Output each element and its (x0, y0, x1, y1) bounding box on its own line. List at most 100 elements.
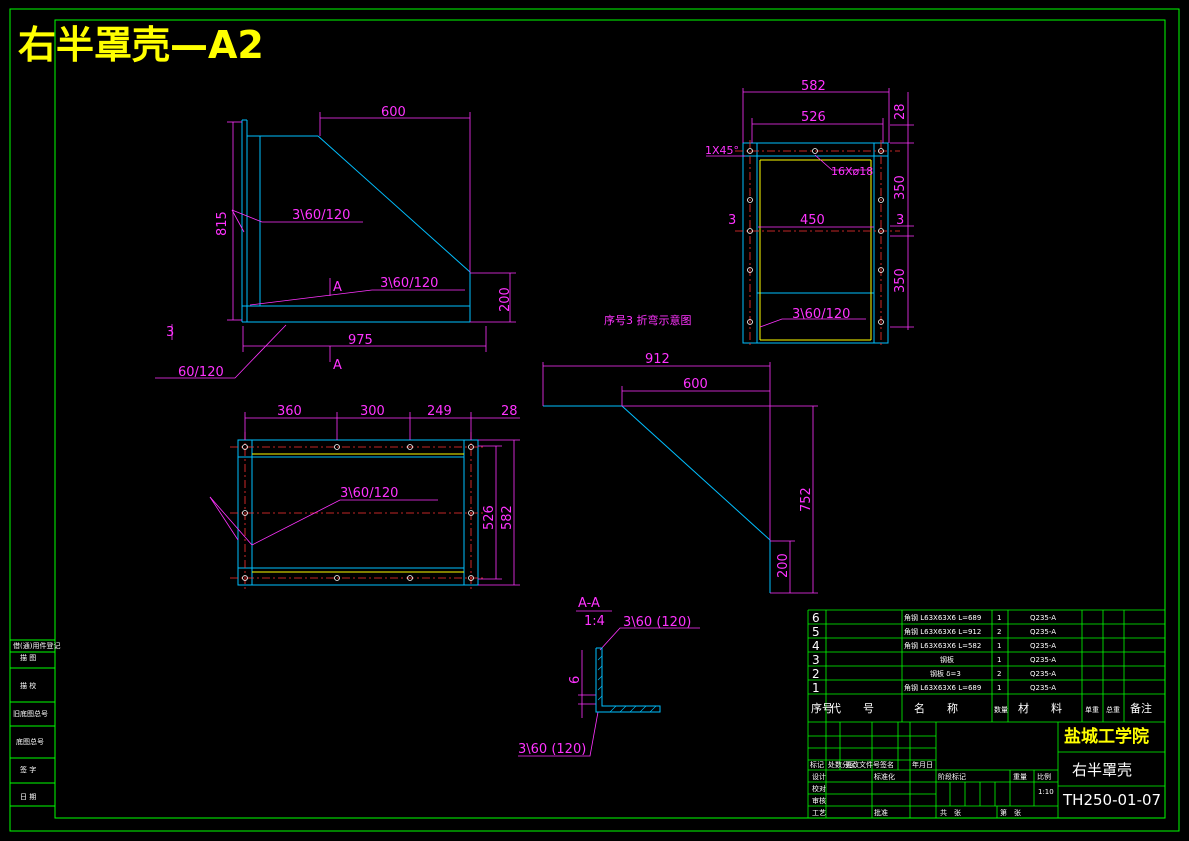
sidebar-label: 旧底图总号 (13, 709, 48, 718)
scale-value: 1:10 (1038, 788, 1054, 796)
bend-note: 序号3 折弯示意图 (604, 313, 692, 327)
dim-600: 600 (381, 105, 406, 120)
bom-header-total-weight: 总重 (1106, 705, 1120, 714)
sidebar-label: 日 期 (20, 793, 36, 801)
bom-name: 钢板 δ=3 (930, 669, 961, 678)
holes-note: 16Xø18 (831, 165, 873, 178)
table-row: 3 钢板 1 Q235-A (812, 653, 1056, 667)
left-sidebar (10, 639, 55, 807)
bom-header-qty: 数量 (994, 705, 1008, 714)
dim-600: 600 (683, 377, 708, 392)
tb-label: 共 张 (940, 808, 961, 817)
tb-label: 阶段标记 (938, 772, 966, 781)
bom-qty: 1 (997, 684, 1001, 692)
dim-350-upper: 350 (893, 175, 908, 200)
bom-no: 6 (812, 611, 820, 625)
front-view: 600 815 200 975 3\60/120 3\60/120 A A 3 … (155, 105, 516, 380)
tb-label: 设计 (812, 772, 826, 781)
dim-thickness: 6 (568, 676, 583, 684)
dim-28: 28 (501, 404, 518, 419)
bom-material: Q235-A (1030, 656, 1056, 664)
tb-label: 签名 (880, 760, 894, 769)
inner-frame (54, 19, 1166, 819)
bom-no: 4 (812, 639, 820, 653)
drawing-title: 右半罩壳—A2 (18, 23, 264, 67)
sidebar-label: 描 校 (20, 681, 36, 690)
dim-582: 582 (801, 79, 826, 94)
dim-450: 450 (800, 213, 825, 228)
bom-header-remark: 备注 (1130, 701, 1152, 715)
bom-header-code: 代 号 (830, 702, 874, 715)
table-row: 2 钢板 δ=3 2 Q235-A (812, 667, 1056, 681)
bom-header-unit-weight: 单重 (1085, 705, 1099, 714)
bom-no: 3 (812, 653, 820, 667)
tb-label: 校对 (812, 784, 826, 793)
bom-material: Q235-A (1030, 628, 1056, 636)
bom-qty: 2 (997, 670, 1001, 678)
tb-label: 处数 (828, 760, 842, 769)
weld-symbol: 3\60/120 (292, 208, 350, 223)
bom-qty: 1 (997, 642, 1001, 650)
bom-material: Q235-A (1030, 684, 1056, 692)
drawing-number: TH250-01-07 (1062, 791, 1161, 809)
weld-symbol: 3\60/120 (340, 486, 398, 501)
dim-350-lower: 350 (893, 268, 908, 293)
tb-label: 年月日 (912, 760, 933, 769)
side-view: 582 526 450 3 3 28 350 350 1X45° 16Xø18 … (705, 79, 914, 346)
bom-qty: 1 (997, 614, 1001, 622)
school-name: 盐城工学院 (1064, 726, 1149, 747)
weld-symbol: 3\60/120 (792, 307, 850, 322)
outer-frame (9, 8, 1180, 832)
bom-no: 5 (812, 625, 820, 639)
tb-label: 重量 (1013, 773, 1027, 781)
table-row: 5 角钢 L63X63X6 L=912 2 Q235-A (812, 625, 1056, 639)
bom-header-no: 序号 (811, 701, 833, 715)
dim-752: 752 (799, 487, 814, 512)
tb-label: 第 张 (1000, 808, 1021, 817)
dim-360: 360 (277, 404, 302, 419)
tb-label: 工艺 (812, 809, 826, 817)
dim-815: 815 (215, 211, 230, 236)
section-a-a: A-A 1:4 3\60 (120) 3\60 (120) 6 (518, 596, 700, 757)
dim-249: 249 (427, 404, 452, 419)
sidebar-label: 底图总号 (16, 737, 44, 746)
section-scale: 1:4 (584, 614, 605, 629)
sidebar-label: 签 字 (20, 765, 36, 774)
dim-975: 975 (348, 333, 373, 348)
bom-qty: 1 (997, 656, 1001, 664)
bom-no: 2 (812, 667, 820, 681)
bom-header-material: 材 料 (1018, 701, 1062, 715)
tb-label: 比例 (1037, 772, 1051, 781)
chamfer-note: 1X45° (705, 144, 739, 157)
sidebar-label: 描 图 (20, 653, 36, 662)
tb-label: 批准 (874, 808, 888, 817)
weld-symbol: 3\60 (120) (623, 615, 691, 630)
section-mark: A (333, 280, 342, 295)
dim-526: 526 (482, 505, 497, 530)
bom-name: 角钢 L63X63X6 L=582 (904, 641, 981, 650)
dim-300: 300 (360, 404, 385, 419)
tb-label: 更改文件号 (845, 760, 880, 769)
dim-3-right: 3 (896, 213, 904, 228)
part-name: 右半罩壳 (1072, 761, 1132, 779)
tb-label: 标记 (810, 760, 824, 769)
dim-912: 912 (645, 352, 670, 367)
dim-200: 200 (776, 553, 791, 578)
dim-582: 582 (500, 505, 515, 530)
tb-label: 分区 (842, 760, 856, 769)
bend-diagram: 912 600 752 200 (542, 352, 818, 594)
table-row: 1 角钢 L63X63X6 L=689 1 Q235-A (812, 681, 1056, 695)
weld-size: 3 (166, 325, 174, 340)
bom-name: 钢板 (940, 655, 954, 664)
bom-rows: 6 角钢 L63X63X6 L=689 1 Q235-A 5 角钢 L63X63… (811, 611, 1152, 715)
bom-name: 角钢 L63X63X6 L=912 (904, 627, 981, 636)
bom-header-name: 名 称 (914, 701, 958, 715)
weld-symbol: 3\60 (120) (518, 742, 586, 757)
bom-material: Q235-A (1030, 642, 1056, 650)
section-label: A-A (578, 596, 600, 611)
bom-name: 角钢 L63X63X6 L=689 (904, 613, 981, 622)
table-row: 4 角钢 L63X63X6 L=582 1 Q235-A (812, 639, 1056, 653)
table-row: 6 角钢 L63X63X6 L=689 1 Q235-A (812, 611, 1056, 625)
tb-label: 标准化 (874, 772, 895, 781)
